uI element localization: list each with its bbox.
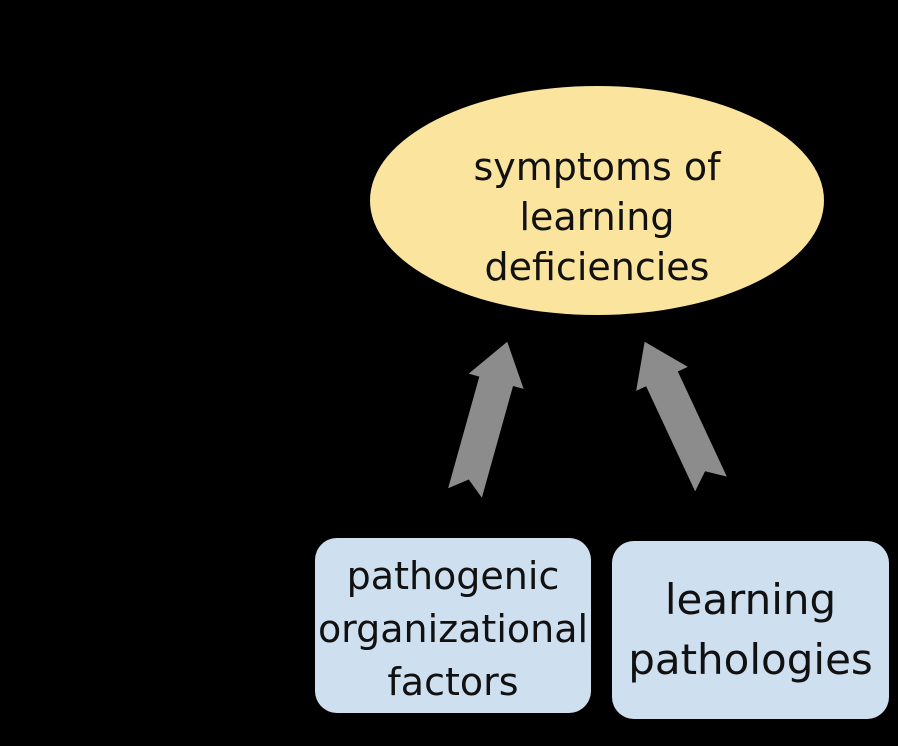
node-pathologies-text: learning pathologies bbox=[628, 570, 873, 690]
arrow-pathologies-to-symptoms-icon bbox=[636, 341, 727, 492]
node-symptoms-of-learning-deficiencies: symptoms of learning deficiencies bbox=[370, 86, 824, 315]
node-symptoms-text: symptoms of learning deficiencies bbox=[473, 142, 720, 292]
node-text-line: deficiencies bbox=[484, 244, 710, 289]
node-pathogenic-organizational-factors: pathogenic organizational factors bbox=[315, 538, 591, 713]
arrow-factors-to-symptoms-icon bbox=[448, 341, 524, 498]
node-text-line: symptoms of bbox=[473, 144, 721, 189]
node-text-line: learning bbox=[519, 194, 675, 239]
node-text-line: pathogenic bbox=[346, 554, 560, 598]
node-factors-text: pathogenic organizational factors bbox=[318, 550, 588, 709]
node-text-line: organizational bbox=[317, 607, 589, 651]
node-text-line: pathologies bbox=[628, 635, 873, 684]
node-text-line: factors bbox=[387, 660, 519, 704]
node-text-line: learning bbox=[664, 575, 837, 624]
node-learning-pathologies: learning pathologies bbox=[612, 541, 889, 719]
